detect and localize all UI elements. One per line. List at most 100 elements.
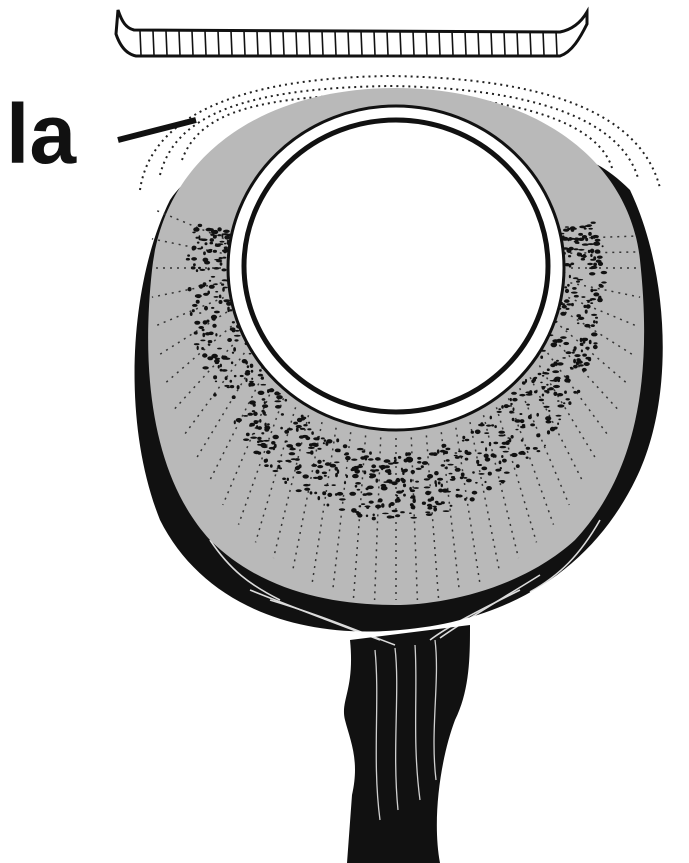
pigment-speck: [351, 459, 357, 461]
pigment-speck: [250, 437, 257, 439]
pigment-speck: [200, 340, 205, 342]
pigment-speck: [546, 384, 548, 386]
pigment-speck: [198, 284, 205, 287]
lens: [228, 106, 564, 430]
pigment-speck: [584, 324, 590, 328]
pigment-speck: [311, 431, 314, 435]
pigment-speck: [601, 281, 607, 283]
pigment-speck: [522, 424, 525, 426]
pigment-speck: [207, 356, 213, 360]
pigment-speck: [580, 338, 583, 342]
pigment-speck: [388, 469, 390, 471]
pigment-speck: [526, 457, 529, 459]
pigment-speck: [246, 433, 250, 437]
pigment-speck: [261, 384, 267, 386]
pigment-speck: [311, 464, 317, 467]
pigment-speck: [250, 364, 254, 368]
pigment-speck: [428, 498, 432, 501]
pigment-speck: [311, 443, 317, 446]
pigment-speck: [210, 242, 214, 245]
pigment-speck: [249, 381, 254, 383]
pigment-speck: [303, 484, 309, 487]
pigment-speck: [223, 251, 226, 254]
pigment-speck: [262, 404, 268, 408]
pigment-speck: [437, 449, 440, 453]
pigment-speck: [267, 423, 270, 425]
pigment-speck: [586, 224, 592, 226]
epidermis-cell-wall: [387, 31, 388, 55]
pigment-speck: [259, 369, 262, 372]
pigment-speck: [192, 232, 195, 234]
pigment-speck: [552, 370, 559, 373]
pigment-speck: [440, 450, 446, 453]
pigment-speck: [505, 405, 511, 407]
pigment-speck: [214, 359, 220, 362]
pigment-speck: [197, 248, 202, 250]
pigment-speck: [552, 339, 559, 342]
pigment-speck: [570, 368, 574, 370]
pigment-speck: [344, 481, 346, 484]
pigment-speck: [501, 405, 504, 409]
pigment-speck: [455, 468, 461, 472]
pigment-speck: [530, 423, 535, 426]
pigment-speck: [540, 382, 543, 384]
pigment-speck: [591, 222, 596, 224]
pigment-speck: [454, 455, 458, 457]
pigment-speck: [585, 310, 588, 314]
epidermis-cell-wall: [231, 31, 232, 55]
pigment-speck: [388, 472, 392, 475]
pigment-speck: [422, 502, 426, 505]
pigment-speck: [210, 238, 214, 242]
pigment-speck: [304, 488, 310, 491]
pigment-speck: [322, 472, 327, 475]
pigment-speck: [554, 377, 560, 380]
pigment-speck: [321, 437, 325, 439]
pigment-speck: [195, 294, 202, 298]
pigment-speck: [305, 437, 310, 441]
pigment-speck: [376, 479, 379, 483]
pigment-speck: [357, 489, 361, 491]
pigment-speck: [572, 287, 577, 290]
pigment-speck: [595, 249, 601, 253]
epidermis-cell-wall: [348, 31, 349, 55]
epidermis-cell-wall: [491, 31, 492, 55]
pigment-speck: [220, 262, 223, 265]
pigment-speck: [578, 249, 584, 251]
pigment-speck: [455, 456, 460, 459]
pigment-speck: [222, 288, 225, 292]
pigment-speck: [494, 425, 497, 428]
pigment-speck: [589, 228, 593, 230]
pigment-speck: [362, 458, 364, 460]
pigment-speck: [253, 412, 258, 416]
pigment-speck: [456, 489, 460, 491]
pigment-speck: [436, 503, 442, 505]
pigment-speck: [371, 464, 376, 468]
pigment-speck: [257, 440, 263, 442]
pigment-speck: [484, 432, 489, 434]
pigment-speck: [415, 481, 419, 483]
pigment-speck: [263, 411, 266, 415]
epidermis-cell-wall: [465, 31, 466, 55]
pigment-speck: [441, 444, 446, 448]
pigment-speck: [264, 426, 270, 431]
epidermis-cell-wall: [530, 31, 531, 55]
pigment-speck: [521, 439, 524, 442]
pigment-speck: [324, 439, 326, 442]
pigment-speck: [464, 498, 467, 501]
pigment-speck: [541, 386, 546, 388]
pigment-speck: [257, 426, 262, 430]
pigment-speck: [591, 324, 595, 327]
pigment-speck: [573, 365, 578, 369]
pigment-speck: [513, 407, 515, 411]
pigment-speck: [323, 442, 325, 444]
pigment-speck: [211, 276, 215, 278]
pigment-speck: [381, 484, 387, 487]
pigment-speck: [593, 263, 597, 267]
pigment-speck: [461, 473, 465, 477]
pigment-speck: [213, 230, 218, 234]
pigment-speck: [224, 385, 229, 387]
pigment-speck: [441, 464, 445, 467]
pigment-speck: [194, 343, 200, 345]
pigment-speck: [565, 226, 569, 228]
pigment-speck: [276, 395, 283, 399]
